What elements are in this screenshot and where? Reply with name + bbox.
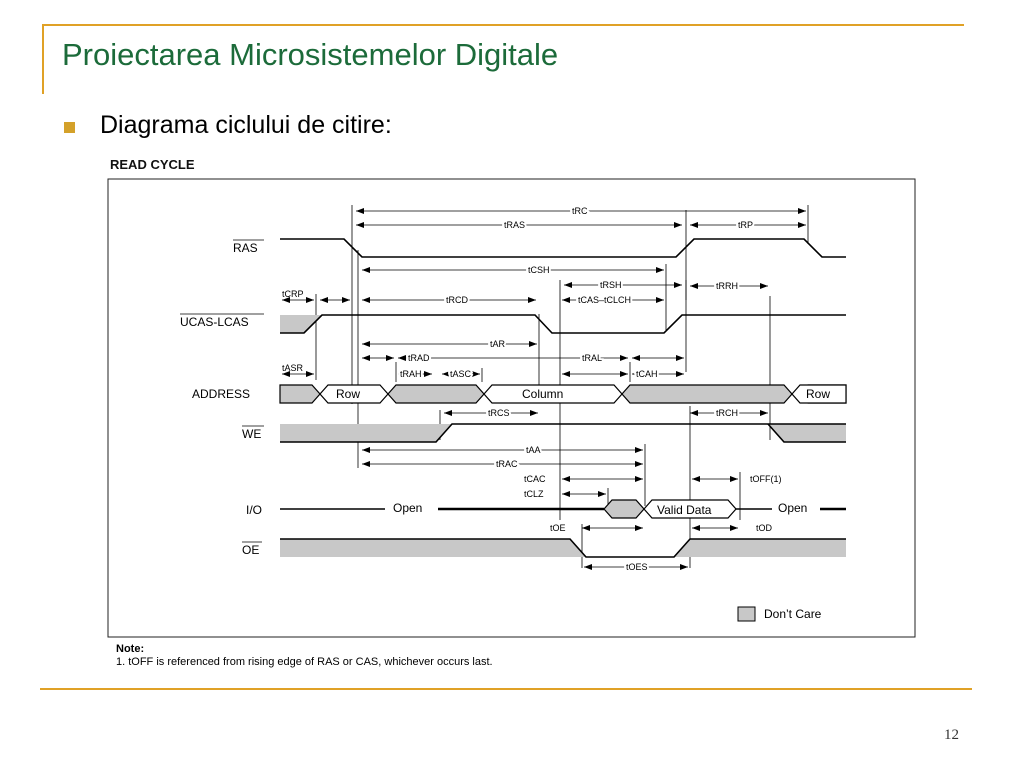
label-toes: tOES <box>626 562 648 572</box>
label-trp: tRP <box>738 220 753 230</box>
label-trsh: tRSH <box>600 280 622 290</box>
label-trcd: tRCD <box>446 295 468 305</box>
bullet-text: Diagrama ciclului de citire: <box>100 111 392 139</box>
note-heading: Note: <box>116 643 144 655</box>
label-toff: tOFF(1) <box>750 474 782 484</box>
cas-dont-care-start <box>280 315 322 333</box>
label-tcsh: tCSH <box>528 265 550 275</box>
io-open-label: Open <box>393 501 422 515</box>
signal-label-cas: UCAS-LCAS <box>180 315 249 329</box>
bullet-marker <box>64 122 75 133</box>
label-tras: tRAS <box>504 220 525 230</box>
oe-dont-care-start <box>280 539 586 557</box>
timing-arrows <box>282 208 806 570</box>
signal-label-io: I/O <box>246 503 262 517</box>
address-row2-label: Row <box>806 387 830 401</box>
signal-label-oe: OE <box>242 543 259 557</box>
label-trcs: tRCS <box>488 408 510 418</box>
signal-label-ras: RAS <box>233 241 258 255</box>
label-tasc: tASC <box>450 369 472 379</box>
label-trad: tRAD <box>408 353 430 363</box>
legend-swatch <box>737 606 756 622</box>
label-trrh: tRRH <box>716 281 738 291</box>
label-tcrp: tCRP <box>282 289 304 299</box>
label-tcac: tCAC <box>524 474 546 484</box>
page-number: 12 <box>944 727 959 743</box>
io-dont-care-region <box>603 499 645 519</box>
address-column-label: Column <box>522 387 563 401</box>
we-waveform <box>280 423 846 443</box>
label-tral: tRAL <box>582 353 602 363</box>
io-valid-data-label: Valid Data <box>657 503 712 517</box>
address-valid-regions <box>319 384 847 404</box>
bottom-accent-rule <box>40 688 972 690</box>
label-tclz: tCLZ <box>524 489 544 499</box>
timing-labels: tRC tRAS tRP tCSH tRSH tCRP tRCD tCAS–tC… <box>282 204 782 574</box>
label-tod: tOD <box>756 523 773 533</box>
we-dont-care-end <box>768 424 846 442</box>
top-accent-rule <box>42 24 964 26</box>
label-trc: tRC <box>572 206 588 216</box>
note-text: 1. tOFF is referenced from rising edge o… <box>116 656 493 668</box>
ras-waveform <box>280 238 846 258</box>
label-toe: tOE <box>550 523 566 533</box>
io-open2-label: Open <box>778 501 807 515</box>
address-row-label: Row <box>336 387 360 401</box>
label-taa: tAA <box>526 445 541 455</box>
signal-label-we: WE <box>242 427 261 441</box>
diagram-heading: READ CYCLE <box>110 157 195 172</box>
signal-label-address: ADDRESS <box>192 387 250 401</box>
oe-dont-care-end <box>674 539 846 557</box>
label-tar: tAR <box>490 339 506 349</box>
label-trch: tRCH <box>716 408 738 418</box>
label-tcas-tclch: tCAS–tCLCH <box>578 295 631 305</box>
label-tcah: tCAH <box>636 369 658 379</box>
label-trah: tRAH <box>400 369 422 379</box>
we-waveform-end <box>767 423 846 443</box>
label-tasr: tASR <box>282 363 304 373</box>
legend-label: Don’t Care <box>764 607 822 621</box>
diagram-frame <box>107 178 916 638</box>
cas-waveform <box>280 314 846 334</box>
title-side-rule <box>42 24 44 94</box>
label-trac: tRAC <box>496 459 518 469</box>
oe-waveform <box>280 538 846 558</box>
slide-title: Proiectarea Microsistemelor Digitale <box>62 37 559 72</box>
we-dont-care-start <box>280 424 452 442</box>
